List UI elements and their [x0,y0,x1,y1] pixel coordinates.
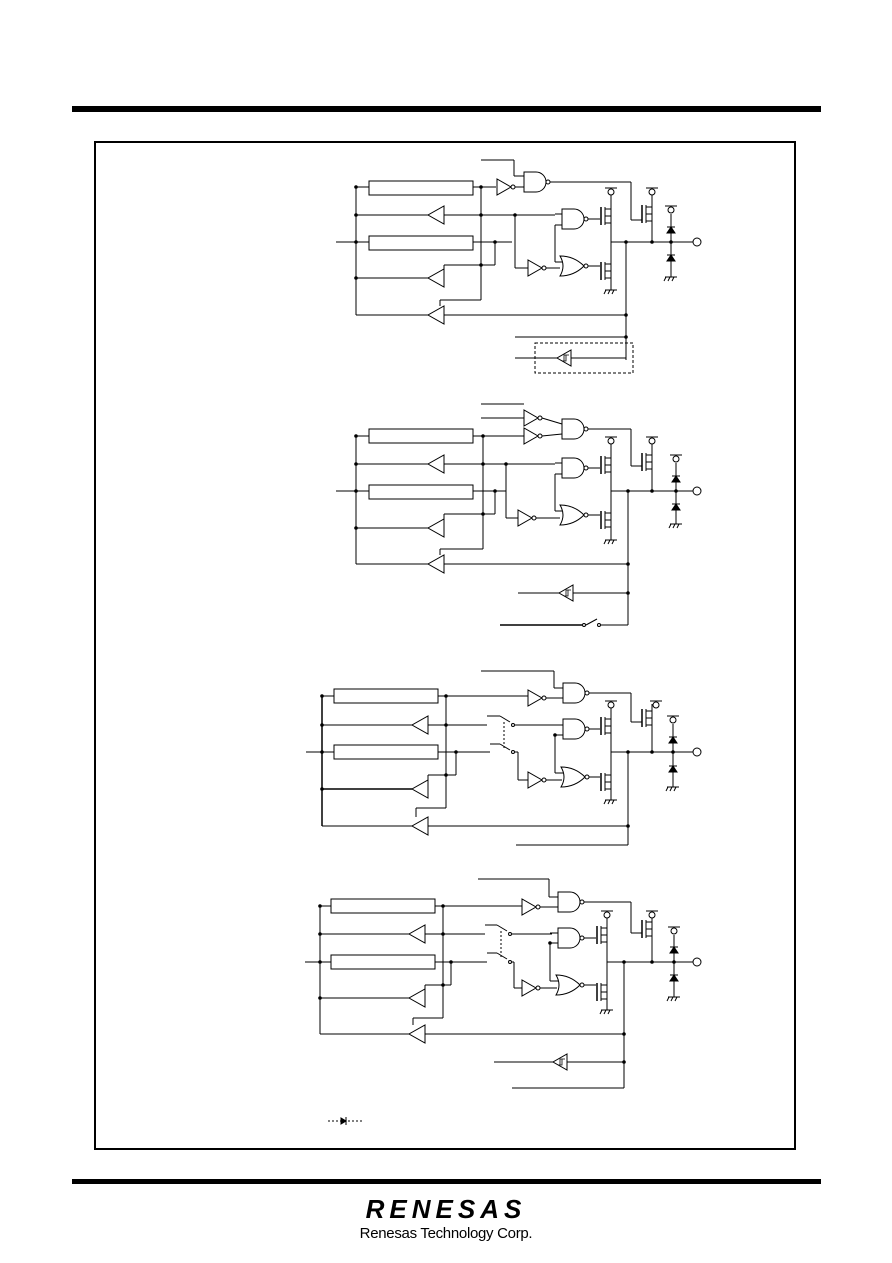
header-rule [72,106,821,112]
dashed-diode-legend [328,1117,364,1125]
junction-dots [318,185,678,1064]
circuit-block-1 [336,159,702,374]
logo-mark: RENESAS [365,1194,527,1224]
renesas-logo: RENESAS Renesas Technology Corp. [0,1196,892,1242]
circuit-block-2 [336,403,702,627]
footer-rule [72,1179,821,1184]
circuit-block-4 [305,878,702,1089]
figure-frame [94,141,796,1150]
circuit-block-3 [306,670,702,846]
corporation-name: Renesas Technology Corp. [359,1225,533,1242]
